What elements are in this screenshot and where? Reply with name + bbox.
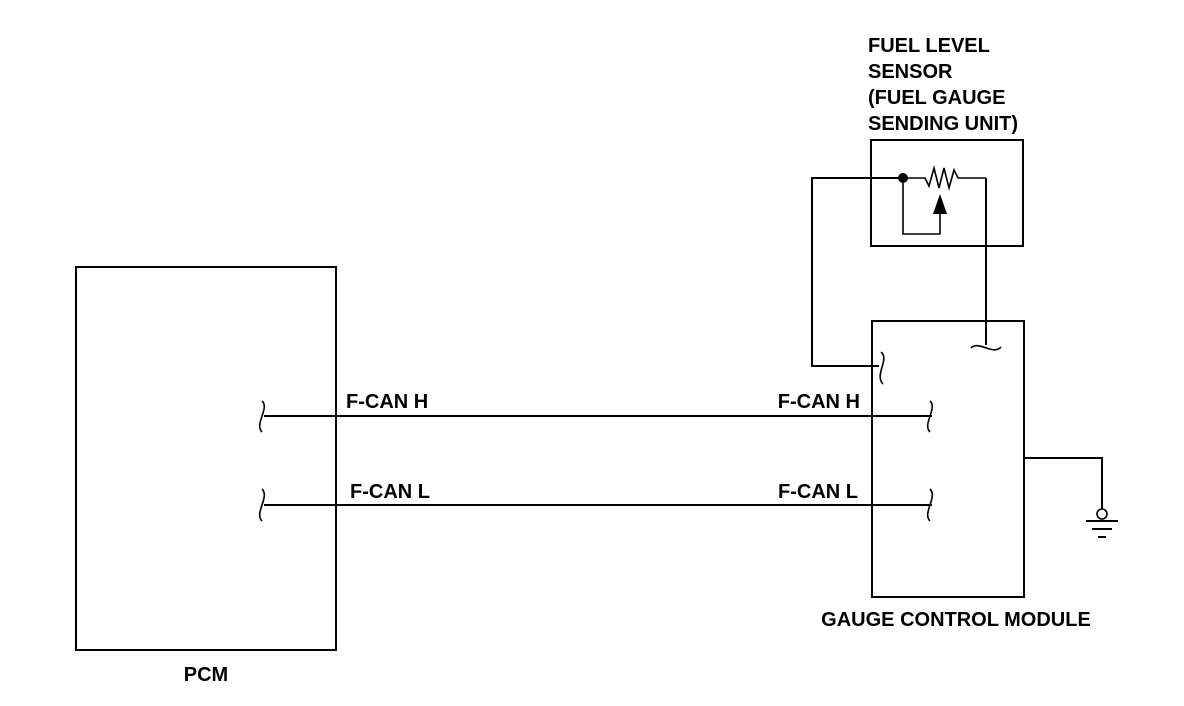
gcm-terminal-sensor-signal <box>879 351 885 385</box>
gauge-control-module-label: GAUGE CONTROL MODULE <box>821 609 1091 631</box>
gcm-terminal-can-high <box>926 400 934 433</box>
gcm-terminal-can-low <box>926 488 934 522</box>
wiper-loop <box>902 178 941 235</box>
can-high-pcm-label: F-CAN H <box>346 391 428 413</box>
pcm-terminal-can-high <box>258 400 266 433</box>
ground-wire <box>1024 457 1103 509</box>
sensor-signal-wire <box>811 177 903 367</box>
fuel-level-sensor-label-line-4: SENDING UNIT) <box>868 113 1018 135</box>
pcm-label: PCM <box>184 664 228 686</box>
can-low-pcm-label: F-CAN L <box>350 481 430 503</box>
pcm-terminal-can-low <box>258 488 266 522</box>
ground-connector <box>1096 508 1108 520</box>
can-low-gcm-label: F-CAN L <box>778 481 858 503</box>
wiper-arrow <box>933 194 947 214</box>
resistor-zigzag <box>903 164 986 192</box>
variable-resistor-icon <box>898 164 986 235</box>
pcm-box <box>75 266 337 651</box>
ground-icon <box>1086 508 1118 538</box>
fuel-level-sensor-box <box>870 139 1024 247</box>
gcm-terminal-sensor-return <box>970 344 1002 351</box>
gauge-control-module-box <box>871 320 1025 598</box>
fuel-level-sensor-label-line-3: (FUEL GAUGE <box>868 87 1005 109</box>
fuel-level-sensor-label-line-2: SENSOR <box>868 61 953 83</box>
fuel-level-sensor-label-line-1: FUEL LEVEL <box>868 35 990 57</box>
fuel-level-sensor-label: FUEL LEVEL SENSOR (FUEL GAUGE SENDING UN… <box>868 35 1018 135</box>
can-high-gcm-label: F-CAN H <box>778 391 860 413</box>
